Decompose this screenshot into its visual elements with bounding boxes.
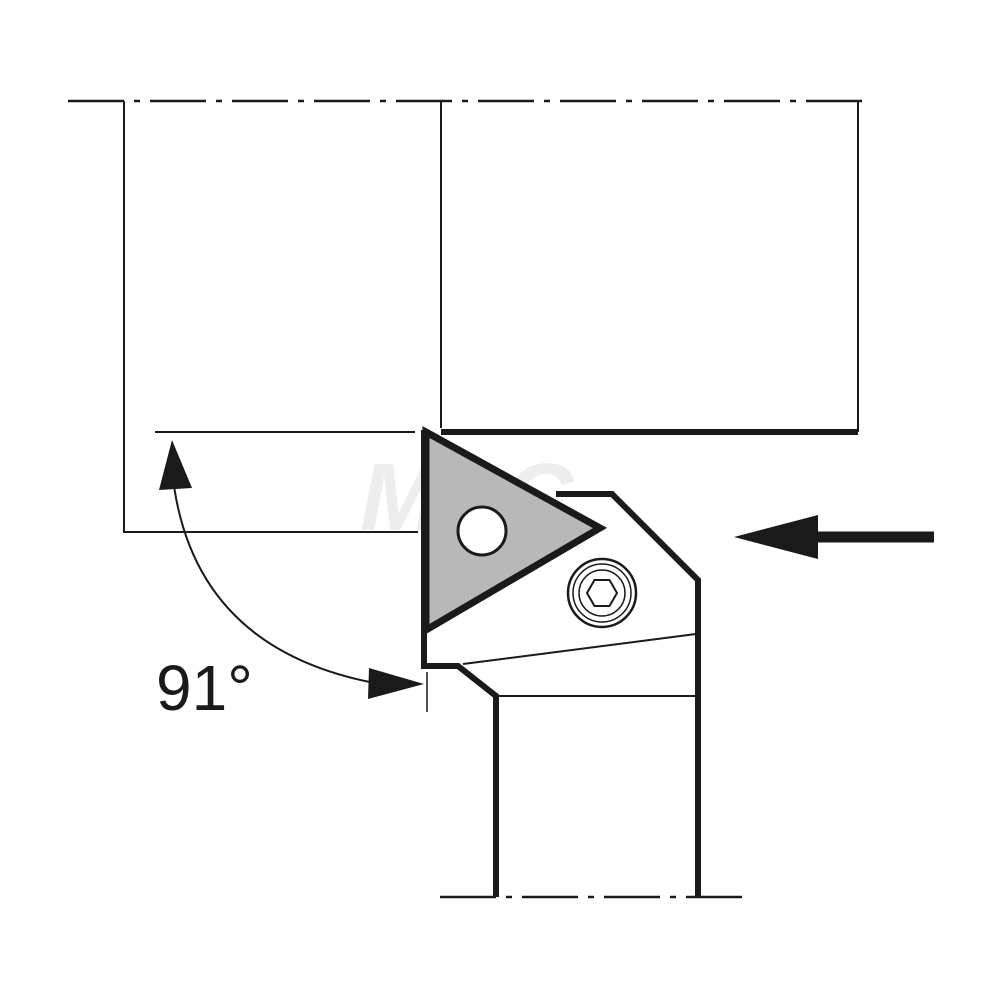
workpiece-left-outline (123, 101, 418, 533)
angle-arrowhead-top (159, 440, 192, 490)
insert-hole (456, 505, 508, 557)
angle-arrowhead-right (368, 668, 424, 699)
angle-dimension (159, 440, 428, 712)
angle-label: 91° (156, 652, 253, 724)
clamp-lower-edge (462, 633, 697, 665)
left-arrow-icon (734, 515, 934, 559)
hex-socket-screw-icon (566, 557, 638, 629)
triangular-insert (422, 426, 608, 637)
angle-arc (171, 469, 381, 685)
head-right-outline (556, 491, 701, 897)
